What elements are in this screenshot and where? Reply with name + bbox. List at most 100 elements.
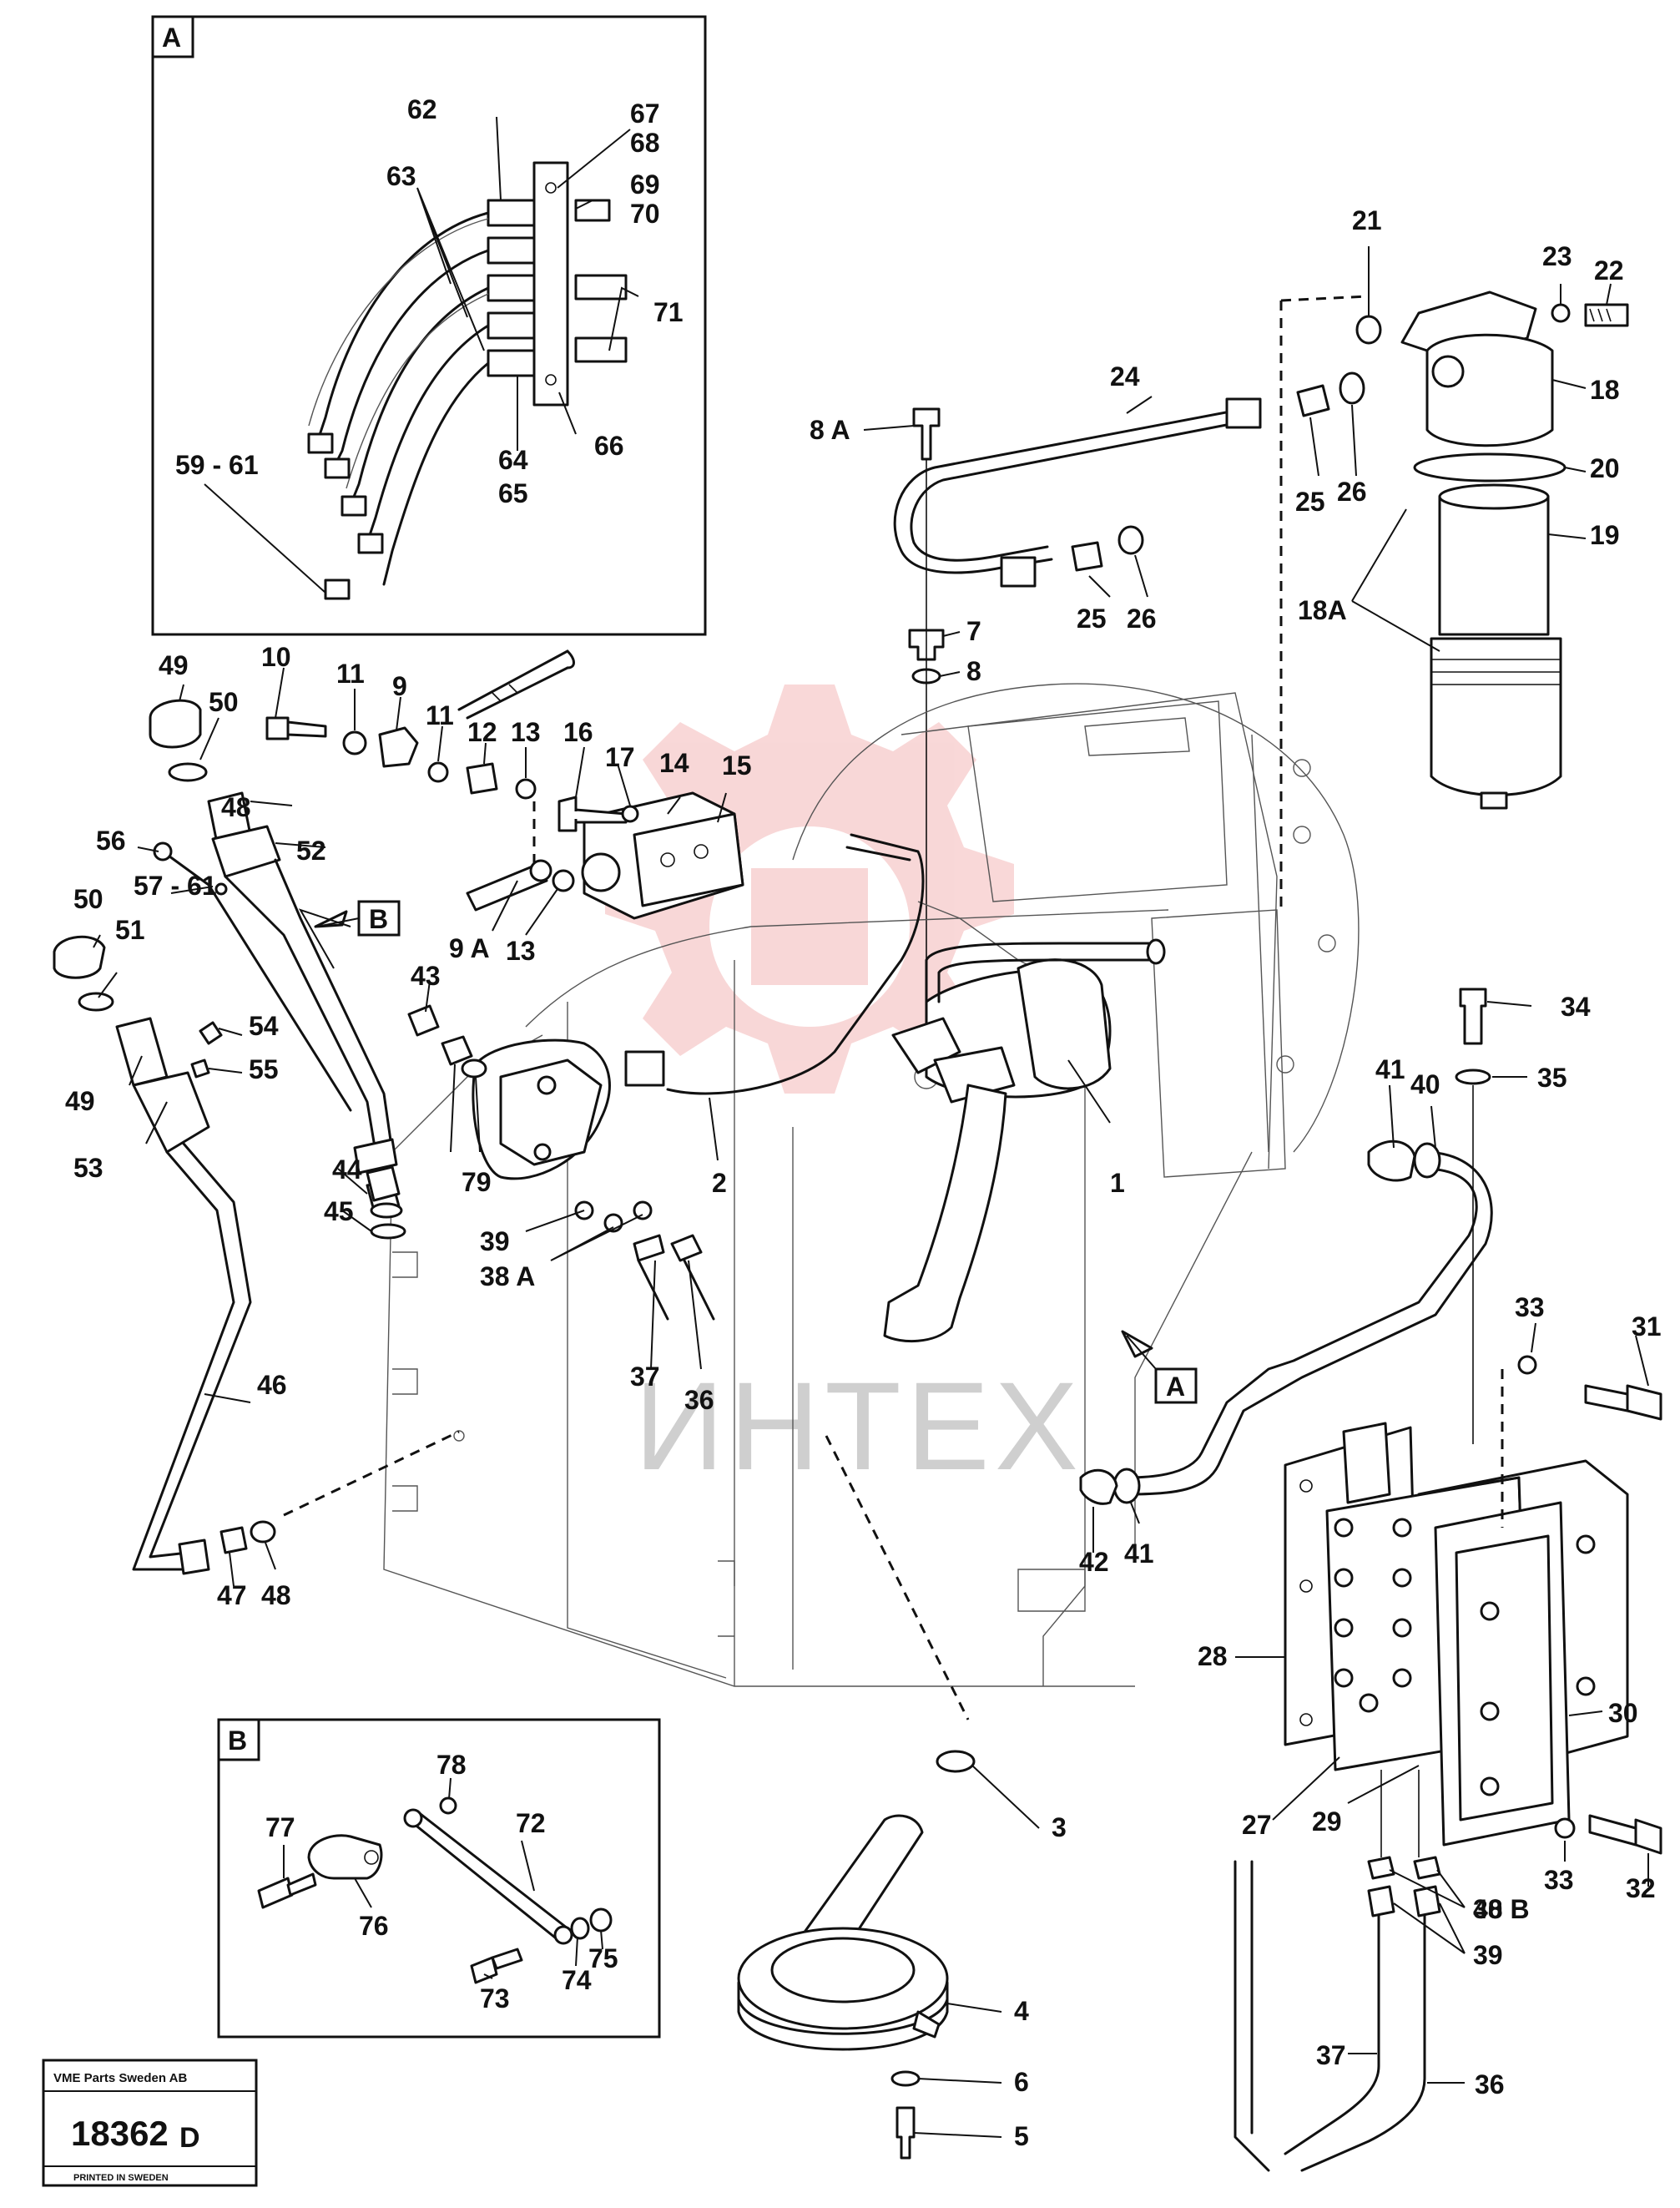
callout: 48 xyxy=(221,792,251,822)
callout: 52 xyxy=(296,836,326,866)
manifold-block xyxy=(532,161,569,407)
callout: 37 xyxy=(630,1362,660,1392)
callout: 68 xyxy=(630,128,660,158)
callout: 28 xyxy=(1198,1641,1228,1671)
callout: 5 xyxy=(1014,2121,1029,2151)
callout: 20 xyxy=(1590,453,1620,483)
callout: 46 xyxy=(257,1370,287,1400)
callout: 14 xyxy=(659,748,689,778)
detail-box-a-letter: A xyxy=(162,23,181,53)
callout: 26 xyxy=(1127,604,1157,634)
fittings-left-center xyxy=(366,980,715,1370)
callout: 40 xyxy=(1410,1069,1440,1099)
callout: 54 xyxy=(249,1011,279,1041)
callout: 79 xyxy=(462,1167,492,1197)
callout: 21 xyxy=(1352,205,1382,235)
control-valve-group xyxy=(265,649,744,936)
callout: 10 xyxy=(261,642,291,672)
callout: 30 xyxy=(1608,1698,1638,1728)
callout: 40 xyxy=(1473,1894,1503,1924)
callout: 16 xyxy=(563,717,593,747)
callout-labels: 1 2 3 4 5 6 7 8 8 A 9 9 A 10 11 11 12 13… xyxy=(65,94,1662,2151)
callout: 13 xyxy=(506,936,536,966)
strainer-group xyxy=(737,1435,1040,2160)
callout: 53 xyxy=(73,1153,103,1183)
callout: 43 xyxy=(411,961,441,991)
view-tag-b: B xyxy=(314,900,401,937)
callout: 64 xyxy=(498,445,528,475)
callout: 74 xyxy=(562,1965,592,1995)
callout: 25 xyxy=(1077,604,1107,634)
callout: 48 xyxy=(261,1580,291,1610)
callout: 57 - 61 xyxy=(134,871,217,901)
detail-box-b-letter: B xyxy=(228,1725,247,1756)
document-stamp: VME Parts Sweden AB 18362 D PRINTED IN S… xyxy=(42,2059,258,2187)
callout: 45 xyxy=(324,1196,354,1226)
callout: 9 A xyxy=(449,933,490,963)
stamp-company: VME Parts Sweden AB xyxy=(53,2071,187,2085)
dipstick-group-upper xyxy=(137,684,406,1240)
cooler-assembly xyxy=(1234,988,1662,2172)
callout: 73 xyxy=(480,1983,510,2013)
callout: 12 xyxy=(467,717,497,747)
callout: 66 xyxy=(594,431,624,461)
callout: 39 xyxy=(480,1226,510,1256)
callout: 36 xyxy=(1475,2069,1505,2099)
callout: 2 xyxy=(712,1168,727,1198)
block-fittings xyxy=(487,199,628,377)
callout: 37 xyxy=(1316,2040,1346,2070)
detail-box-b: B xyxy=(217,1718,661,2039)
callout: 17 xyxy=(605,742,635,772)
view-tag-a: A xyxy=(1121,1330,1198,1404)
callout: 7 xyxy=(966,616,981,646)
callout: 29 xyxy=(1312,1806,1342,1837)
callout: 3 xyxy=(1052,1812,1067,1842)
callout: 77 xyxy=(265,1812,295,1842)
callout: 11 xyxy=(426,700,454,730)
filter-bowl xyxy=(1430,637,1562,796)
detail-box-a: A xyxy=(151,15,707,636)
callout: 62 xyxy=(407,94,437,124)
callout: 15 xyxy=(722,750,752,781)
callout: 47 xyxy=(217,1580,247,1610)
callout: 49 xyxy=(65,1086,95,1116)
callout: 34 xyxy=(1561,992,1591,1022)
callout: 1 xyxy=(1110,1168,1125,1198)
callout: 75 xyxy=(588,1943,618,1973)
callout: 19 xyxy=(1590,520,1620,550)
callout: 42 xyxy=(1079,1547,1109,1577)
callout: 36 xyxy=(684,1385,714,1415)
pump-center xyxy=(666,833,1166,1343)
watermark-logo xyxy=(605,685,1014,1094)
filter-assembly xyxy=(893,246,1629,914)
callout: 18 xyxy=(1590,375,1620,405)
svg-text:A: A xyxy=(1166,1372,1185,1402)
pipe-24 xyxy=(893,407,1245,574)
callout: 55 xyxy=(249,1054,279,1084)
callout: 22 xyxy=(1594,255,1624,285)
stamp-number: 18362 xyxy=(71,2114,169,2153)
callout: 49 xyxy=(159,650,189,680)
callout: 33 xyxy=(1515,1292,1545,1322)
callout: 63 xyxy=(386,161,416,191)
hoses xyxy=(307,211,490,600)
cooler-bolts xyxy=(1334,1518,1596,1796)
flange-bolt xyxy=(1551,303,1629,327)
callout: 8 A xyxy=(810,415,850,445)
callout: 65 xyxy=(498,478,528,508)
callout: 67 xyxy=(630,99,660,129)
pipe-9a xyxy=(466,862,548,912)
callout: 8 xyxy=(966,656,981,686)
callout: 32 xyxy=(1626,1873,1656,1903)
callout: 41 xyxy=(1375,1054,1405,1084)
callout: 71 xyxy=(653,297,684,327)
sealing-ring xyxy=(1413,452,1566,483)
svg-text:B: B xyxy=(369,904,388,934)
callout: 6 xyxy=(1014,2067,1029,2097)
callout: 27 xyxy=(1242,1810,1272,1840)
filter-element xyxy=(1438,495,1550,636)
callout: 9 xyxy=(392,671,407,701)
callout: 72 xyxy=(516,1808,546,1838)
